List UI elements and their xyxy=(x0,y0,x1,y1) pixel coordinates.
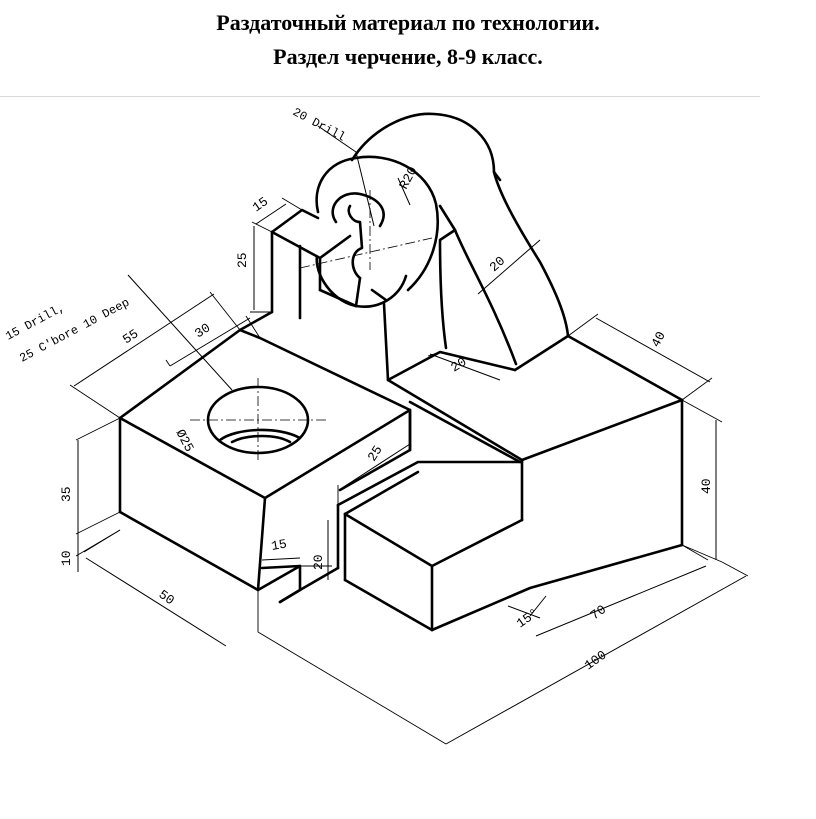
title-line-1: Раздаточный материал по технологии. xyxy=(216,10,600,35)
part-geometry xyxy=(118,112,684,632)
title-line-2: Раздел черчение, 8-9 класс. xyxy=(273,44,543,69)
dim-step-25: 25 xyxy=(365,443,386,464)
dim-depth-55: 55 xyxy=(120,326,141,347)
dimension-lines xyxy=(69,125,749,745)
dim-depth-30: 30 xyxy=(192,320,213,341)
dim-len-70: 70 xyxy=(588,602,609,623)
dim-right-40-side: 40 xyxy=(699,478,714,494)
dim-height-35: 35 xyxy=(59,486,74,502)
center-lines xyxy=(190,190,433,460)
note-20-drill: 20 Drill xyxy=(290,105,347,144)
dim-height-10: 10 xyxy=(59,550,74,566)
base-top xyxy=(238,310,684,464)
dim-notch-15: 15 xyxy=(270,536,288,553)
note-15-drill-line2: 25 C'bore 10 Deep xyxy=(17,296,132,366)
step-block xyxy=(336,398,684,632)
dim-height-25: 25 xyxy=(235,252,250,268)
dim-right-40-top: 40 xyxy=(648,329,669,350)
dim-top-15: 15 xyxy=(250,194,271,215)
shoulder-block xyxy=(270,208,390,382)
left-block xyxy=(118,328,412,592)
dim-len-100: 100 xyxy=(582,648,610,674)
bottom-notch xyxy=(256,503,340,604)
dim-width-50: 50 xyxy=(156,587,177,608)
dim-notch-20: 20 xyxy=(311,554,326,570)
dim-slot-20: 20 xyxy=(448,354,469,375)
handout-title: Раздаточный материал по технологии. Разд… xyxy=(0,6,816,74)
header-divider xyxy=(0,96,760,97)
